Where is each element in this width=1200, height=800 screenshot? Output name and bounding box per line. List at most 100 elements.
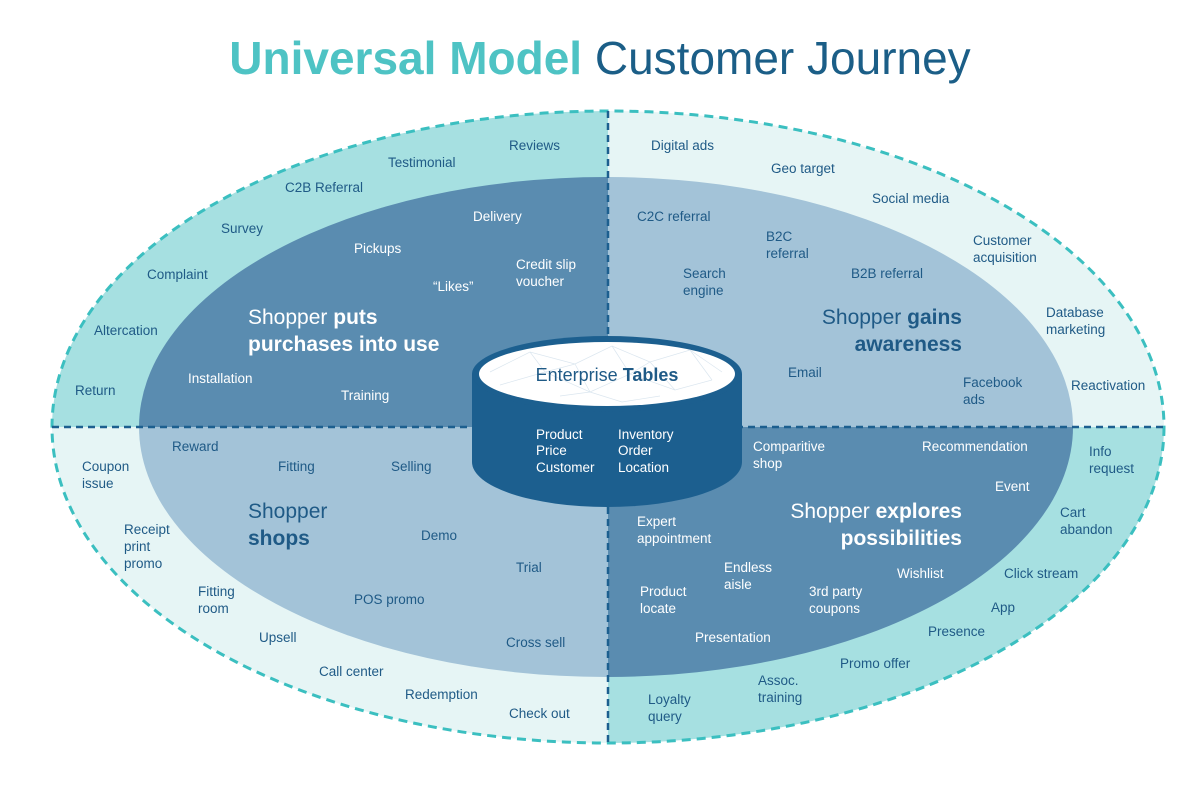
label-coupon-issue-1: Coupon — [82, 459, 129, 474]
cylinder-body — [472, 374, 742, 507]
label-delivery: Delivery — [473, 209, 522, 224]
label-redemption: Redemption — [405, 687, 478, 702]
stage-use-line1: Shopper puts — [248, 306, 378, 329]
label-selling: Selling — [391, 459, 432, 474]
label-b2c-referral-1: B2C — [766, 229, 793, 244]
label-cart-abandon-1: Cart — [1060, 505, 1086, 520]
label-search-engine-1: Search — [683, 266, 726, 281]
hub-col2-1: Order — [618, 443, 653, 458]
label-facebook-ads-2: ads — [963, 392, 985, 407]
label-comparitive-shop-2: shop — [753, 456, 782, 471]
label-credit-slip-1: Credit slip — [516, 257, 576, 272]
label-app: App — [991, 600, 1015, 615]
label-fitting: Fitting — [278, 459, 315, 474]
label-pickups: Pickups — [354, 241, 402, 256]
inner-quadrant-bottom-right — [608, 427, 1073, 677]
label-reviews: Reviews — [509, 138, 560, 153]
label-endless-aisle-2: aisle — [724, 577, 752, 592]
label-check-out: Check out — [509, 706, 570, 721]
label-receipt-print-promo-2: print — [124, 539, 151, 554]
label-expert-appointment-1: Expert — [637, 514, 676, 529]
label-presence: Presence — [928, 624, 985, 639]
stage-use-line2: purchases into use — [248, 333, 439, 356]
label-upsell: Upsell — [259, 630, 297, 645]
title-rest: Customer Journey — [594, 32, 971, 84]
label-digital-ads: Digital ads — [651, 138, 714, 153]
label-expert-appointment-2: appointment — [637, 531, 712, 546]
hub-col1-2: Customer — [536, 460, 595, 475]
label-reactivation: Reactivation — [1071, 378, 1145, 393]
label-reward: Reward — [172, 439, 219, 454]
label-product-locate-1: Product — [640, 584, 687, 599]
label-event: Event — [995, 479, 1030, 494]
hub-col1-0: Product — [536, 427, 583, 442]
label-coupon-issue-2: issue — [82, 476, 114, 491]
label-database-marketing-2: marketing — [1046, 322, 1105, 337]
label-facebook-ads-1: Facebook — [963, 375, 1023, 390]
label-loyalty-query-2: query — [648, 709, 682, 724]
stage-awareness-line2: awareness — [855, 333, 962, 356]
label-endless-aisle-1: Endless — [724, 560, 772, 575]
label-info-request-1: Info — [1089, 444, 1112, 459]
label-receipt-print-promo-1: Receipt — [124, 522, 170, 537]
label-complaint: Complaint — [147, 267, 208, 282]
label-cross-sell: Cross sell — [506, 635, 565, 650]
label-fitting-room-1: Fitting — [198, 584, 235, 599]
label-likes: “Likes” — [433, 279, 474, 294]
label-c2b-referral: C2B Referral — [285, 180, 363, 195]
label-c2c-referral: C2C referral — [637, 209, 711, 224]
label-search-engine-2: engine — [683, 283, 724, 298]
label-database-marketing-1: Database — [1046, 305, 1104, 320]
label-call-center: Call center — [319, 664, 384, 679]
label-click-stream: Click stream — [1004, 566, 1078, 581]
stage-shops-line1: Shopper — [248, 500, 327, 523]
label-recommendation: Recommendation — [922, 439, 1028, 454]
stage-shops-line2: shops — [248, 527, 310, 550]
label-trial: Trial — [516, 560, 542, 575]
label-demo: Demo — [421, 528, 457, 543]
label-testimonial: Testimonial — [388, 155, 456, 170]
stage-awareness-line1: Shopper gains — [822, 306, 962, 329]
label-cart-abandon-2: abandon — [1060, 522, 1113, 537]
label-training: Training — [341, 388, 389, 403]
hub-col1-1: Price — [536, 443, 567, 458]
enterprise-tables-cylinder: Enterprise Tables Product Price Customer… — [472, 336, 742, 507]
label-assoc-training-2: training — [758, 690, 802, 705]
label-altercation: Altercation — [94, 323, 158, 338]
title-strong: Universal Model — [229, 32, 583, 84]
hub-title: Enterprise Tables — [536, 365, 679, 385]
inner-quadrant-bottom-left — [139, 427, 608, 677]
stage-explores-line1: Shopper explores — [790, 500, 962, 523]
label-pos-promo: POS promo — [354, 592, 425, 607]
label-b2c-referral-2: referral — [766, 246, 809, 261]
label-geo-target: Geo target — [771, 161, 835, 176]
diagram-title: Universal Model Customer Journey — [0, 28, 1200, 88]
label-installation: Installation — [188, 371, 253, 386]
label-comparitive-shop-1: Comparitive — [753, 439, 825, 454]
label-social-media: Social media — [872, 191, 950, 206]
stage-explores-line2: possibilities — [841, 527, 962, 550]
cylinder-top — [479, 342, 735, 406]
hub-col2-0: Inventory — [618, 427, 674, 442]
label-credit-slip-2: voucher — [516, 274, 565, 289]
label-assoc-training-1: Assoc. — [758, 673, 799, 688]
label-email: Email — [788, 365, 822, 380]
label-return: Return — [75, 383, 116, 398]
label-customer-acquisition-2: acquisition — [973, 250, 1037, 265]
label-fitting-room-2: room — [198, 601, 229, 616]
label-product-locate-2: locate — [640, 601, 676, 616]
label-info-request-2: request — [1089, 461, 1134, 476]
label-receipt-print-promo-3: promo — [124, 556, 162, 571]
label-survey: Survey — [221, 221, 263, 236]
label-wishlist: Wishlist — [897, 566, 944, 581]
label-3rd-party-coupons-2: coupons — [809, 601, 860, 616]
label-presentation: Presentation — [695, 630, 771, 645]
label-b2b-referral: B2B referral — [851, 266, 923, 281]
cylinder-texture — [489, 345, 723, 403]
label-loyalty-query-1: Loyalty — [648, 692, 691, 707]
hub-col2-2: Location — [618, 460, 669, 475]
label-customer-acquisition-1: Customer — [973, 233, 1032, 248]
label-promo-offer: Promo offer — [840, 656, 911, 671]
label-3rd-party-coupons-1: 3rd party — [809, 584, 863, 599]
